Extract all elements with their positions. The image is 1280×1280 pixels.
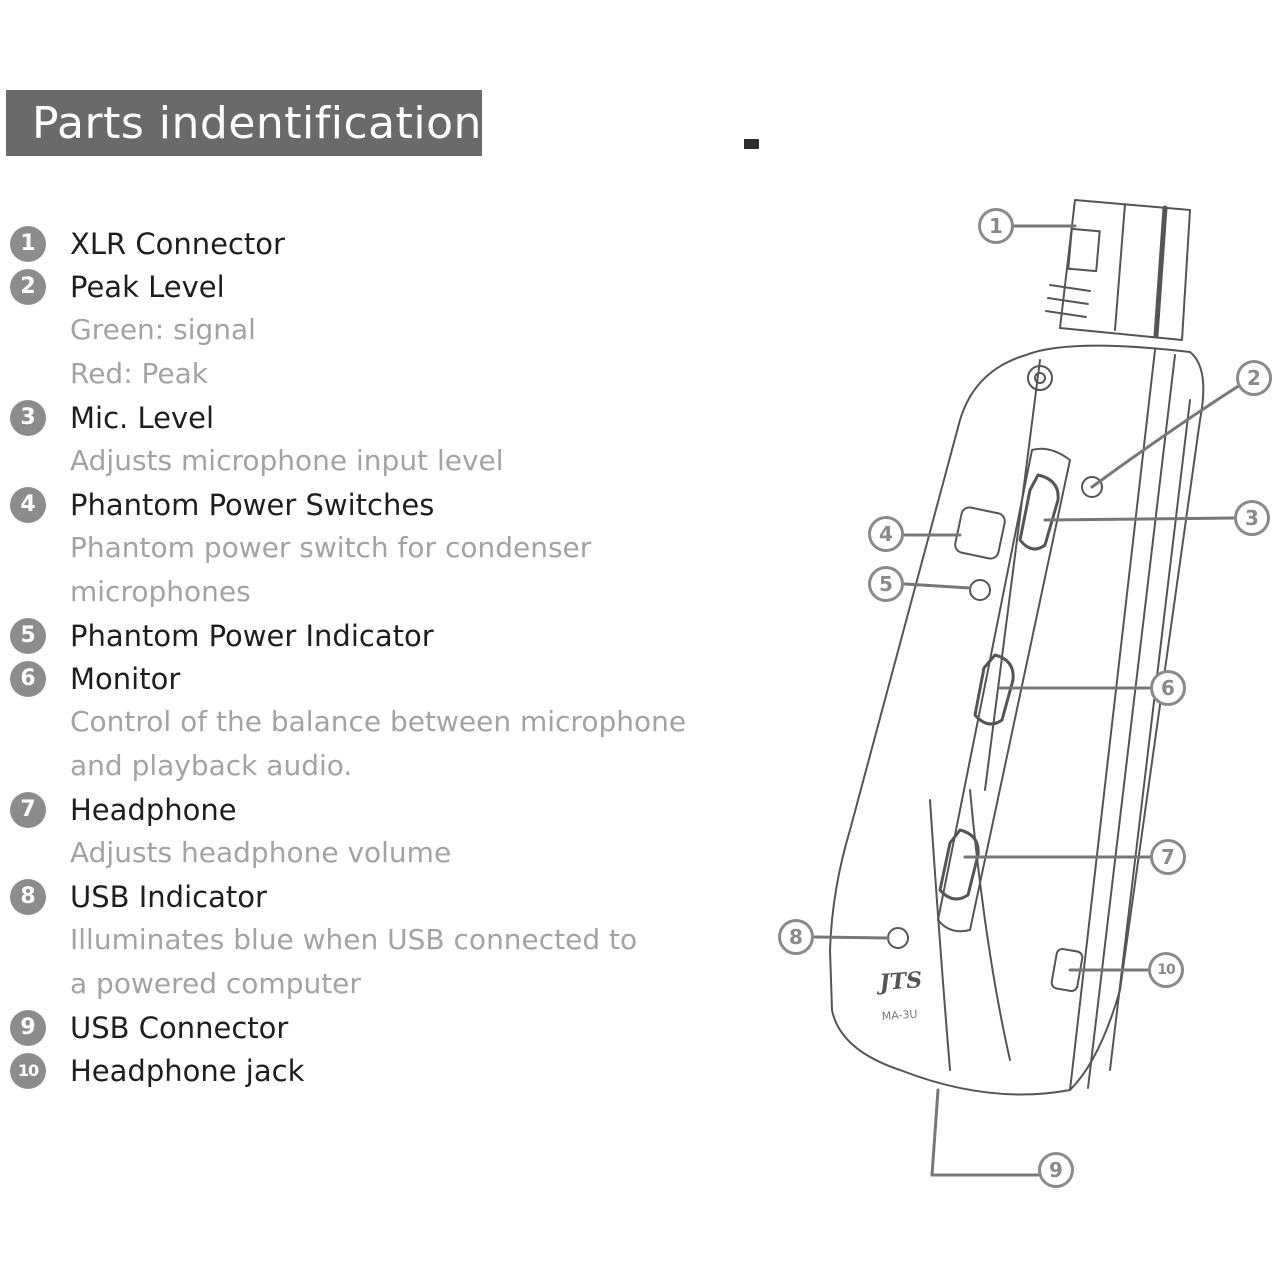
part-number-badge: 9 xyxy=(10,1009,46,1046)
callout-10: 10 xyxy=(1148,952,1184,988)
slider-track-shape xyxy=(937,447,1071,933)
part-number-badge: 10 xyxy=(10,1052,46,1089)
part-description: microphones xyxy=(70,575,251,608)
part-description: Adjusts microphone input level xyxy=(70,444,504,477)
callout-9: 9 xyxy=(1038,1152,1074,1188)
device-illustration: JTS MA-3U 1 2 3 4 5 6 7 8 9 10 xyxy=(770,190,1280,1200)
callout-3: 3 xyxy=(1234,500,1270,536)
device-drawing: JTS MA-3U xyxy=(813,199,1242,1177)
part-description: Illuminates blue when USB connected to xyxy=(70,923,638,956)
part-name: Mic. Level xyxy=(70,400,215,435)
part-number-badge: 1 xyxy=(10,225,46,262)
callout-6: 6 xyxy=(1150,670,1186,706)
callout-4: 4 xyxy=(868,516,904,552)
callout-1: 1 xyxy=(978,208,1014,244)
part-name: Peak Level xyxy=(70,269,225,304)
part-name: Headphone jack xyxy=(70,1053,305,1088)
part-description: Adjusts headphone volume xyxy=(70,836,452,869)
part-item-3: 3 Mic. Level Adjusts microphone input le… xyxy=(10,396,730,483)
part-description: a powered computer xyxy=(70,967,361,1000)
part-item-8: 8 USB Indicator Illuminates blue when US… xyxy=(10,875,730,1006)
part-description: and playback audio. xyxy=(70,749,353,782)
device-body-shape xyxy=(829,344,1205,1096)
xlr-connector-shape xyxy=(1059,199,1191,341)
device-brand-logo: JTS xyxy=(875,967,923,996)
part-number-badge: 5 xyxy=(10,617,46,654)
part-item-9: 9 USB Connector xyxy=(10,1006,730,1049)
part-number-badge: 7 xyxy=(10,791,46,828)
part-number-badge: 3 xyxy=(10,399,46,436)
callout-8: 8 xyxy=(778,919,814,955)
device-model-label: MA-3U xyxy=(881,1008,918,1023)
part-description: Phantom power switch for condenser xyxy=(70,531,592,564)
parts-list: 1 XLR Connector 2 Peak Level Green: sign… xyxy=(10,222,730,1092)
part-description: Green: signal xyxy=(70,313,256,346)
part-description: Red: Peak xyxy=(70,357,209,390)
part-name: Headphone xyxy=(70,792,237,827)
part-number-badge: 6 xyxy=(10,660,46,697)
part-item-1: 1 XLR Connector xyxy=(10,222,730,265)
part-item-2: 2 Peak Level Green: signal Red: Peak xyxy=(10,265,730,396)
part-name: USB Indicator xyxy=(70,879,267,914)
callout-2: 2 xyxy=(1236,360,1272,396)
part-name: Monitor xyxy=(70,661,181,696)
section-title-bar: Parts indentification xyxy=(6,90,482,156)
part-name: USB Connector xyxy=(70,1010,289,1045)
part-number-badge: 8 xyxy=(10,878,46,915)
callout-5: 5 xyxy=(868,566,904,602)
callout-7: 7 xyxy=(1150,839,1186,875)
part-number-badge: 4 xyxy=(10,486,46,523)
part-item-10: 10 Headphone jack xyxy=(10,1049,730,1092)
part-item-7: 7 Headphone Adjusts headphone volume xyxy=(10,788,730,875)
part-name: Phantom Power Indicator xyxy=(70,618,434,653)
part-name: Phantom Power Switches xyxy=(70,487,435,522)
part-item-4: 4 Phantom Power Switches Phantom power s… xyxy=(10,483,730,614)
part-item-6: 6 Monitor Control of the balance between… xyxy=(10,657,730,788)
part-item-5: 5 Phantom Power Indicator xyxy=(10,614,730,657)
section-title: Parts indentification xyxy=(32,97,482,149)
part-name: XLR Connector xyxy=(70,226,285,261)
decorative-mark xyxy=(744,139,759,149)
part-number-badge: 2 xyxy=(10,268,46,305)
part-description: Control of the balance between microphon… xyxy=(70,705,687,738)
